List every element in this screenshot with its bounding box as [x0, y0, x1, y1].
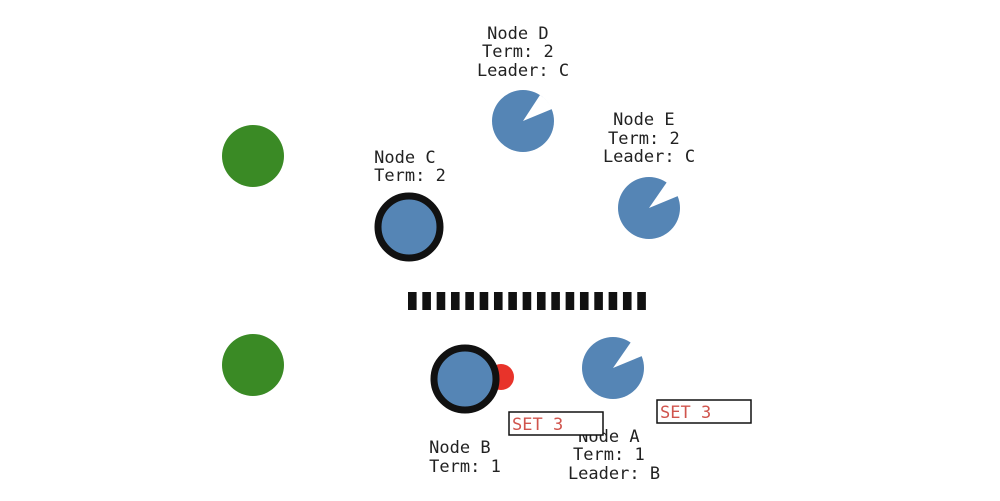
node-e-timeout-notch [649, 182, 678, 208]
node-d-label: Node D Term: 2 Leader: C [477, 24, 569, 81]
node-a: Node A Term: 1 Leader: B [568, 337, 660, 484]
client-node-bottom [222, 334, 284, 396]
command-text-a: SET 3 [660, 403, 711, 423]
node-b-circle [430, 344, 500, 414]
node-c-name: Node C [374, 148, 435, 168]
node-e-name: Node E [613, 110, 674, 130]
command-box-b-frame [508, 411, 604, 436]
node-c-label: Node C Term: 2 [374, 148, 446, 186]
node-e-label: Node E Term: 2 Leader: C [603, 110, 695, 167]
command-text-b: SET 3 [512, 415, 563, 435]
node-d-term: Term: 2 [482, 42, 554, 62]
node-d: Node D Term: 2 Leader: C [477, 24, 569, 152]
node-e-term: Term: 2 [608, 129, 680, 149]
command-box-a-frame [656, 399, 752, 424]
node-e: Node E Term: 2 Leader: C [603, 110, 695, 239]
node-a-timeout-notch [613, 342, 642, 368]
command-box-a: SET 3 [656, 399, 752, 424]
node-b-label: Node B Term: 1 [429, 438, 501, 477]
node-b-name: Node B [429, 438, 490, 458]
node-e-leader: Leader: C [603, 147, 695, 167]
client-node-top [222, 125, 284, 187]
node-d-name: Node D [487, 24, 548, 44]
node-b: Node B Term: 1 [429, 344, 501, 477]
node-c-circle [374, 192, 444, 262]
node-c-term: Term: 2 [374, 166, 446, 186]
node-b-term: Term: 1 [429, 457, 501, 477]
node-a-leader: Leader: B [568, 464, 660, 484]
node-d-leader: Leader: C [477, 61, 569, 81]
node-d-timeout-notch [523, 95, 552, 121]
node-a-label: Node A Term: 1 Leader: B [568, 427, 660, 484]
command-box-b: SET 3 [508, 411, 604, 436]
node-c: Node C Term: 2 [374, 148, 446, 262]
node-a-term: Term: 1 [573, 445, 645, 465]
